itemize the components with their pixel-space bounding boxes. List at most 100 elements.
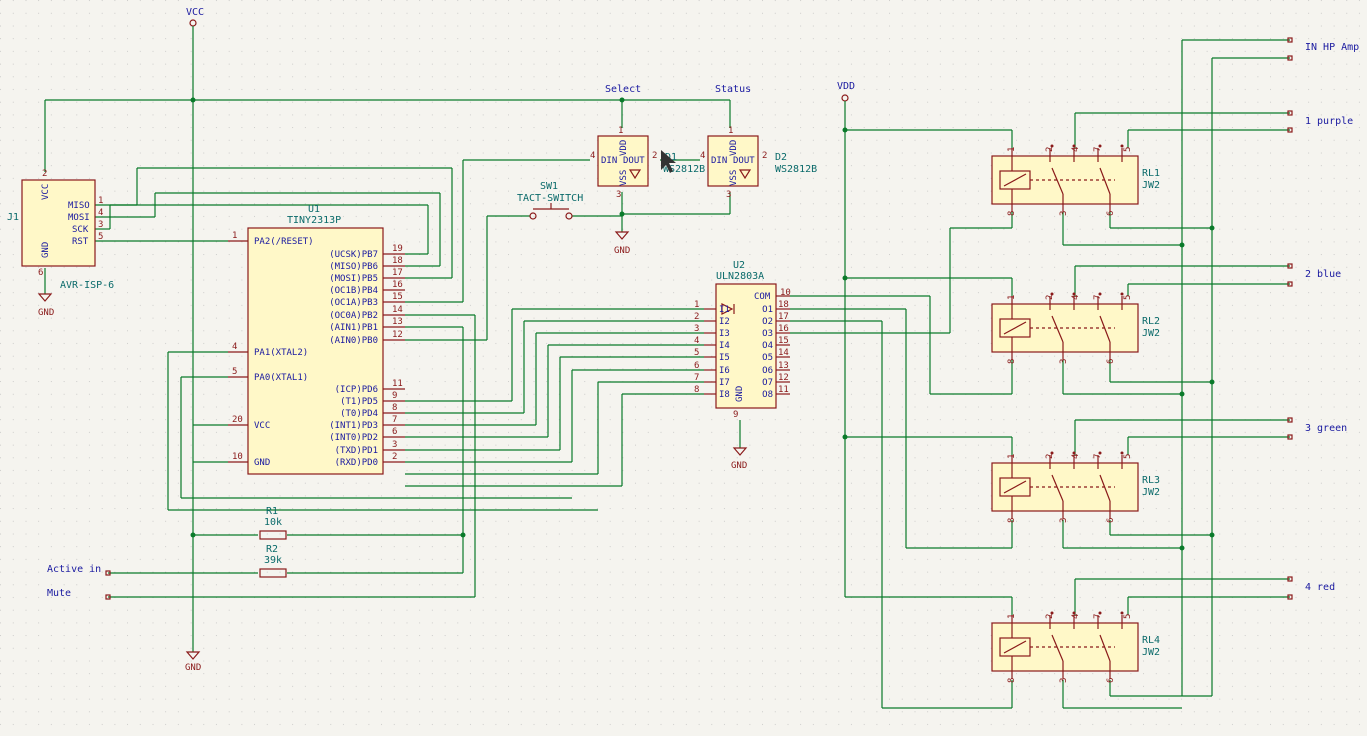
u1-pin-name: (AIN1)PB1 (329, 323, 378, 333)
vdd-label: VDD (837, 81, 855, 92)
svg-text:2: 2 (762, 151, 767, 161)
relay-contact (1051, 167, 1064, 195)
relay-coil-mark (1003, 321, 1027, 335)
svg-text:DIN: DIN (711, 156, 727, 166)
relay-contact-dot (1050, 144, 1054, 148)
net-ch4: 4 red (1305, 582, 1335, 593)
u1-pin-num: 7 (392, 415, 397, 425)
svg-text:2: 2 (42, 169, 47, 179)
relay-contact (1051, 474, 1064, 502)
svg-text:D2: D2 (775, 152, 787, 163)
svg-text:U2: U2 (733, 260, 745, 271)
gnd-vcc-rail: GND (185, 651, 201, 673)
u1-pin-name: (MOSI)PB5 (329, 274, 378, 284)
svg-text:5: 5 (98, 232, 103, 242)
relay-pin-num: 8 (1007, 518, 1017, 523)
connector-ends (105, 37, 1293, 600)
u1-pin-num: 10 (232, 452, 243, 462)
svg-text:TACT-SWITCH: TACT-SWITCH (517, 193, 583, 204)
u1-pin-name: (INT1)PD3 (329, 421, 378, 431)
relay-pin-num: 5 (1123, 295, 1133, 300)
u1-pin-name: (T1)PD5 (340, 397, 378, 407)
relay-contact (1099, 167, 1111, 195)
svg-text:VDD: VDD (619, 140, 629, 156)
svg-text:ULN2803A: ULN2803A (716, 271, 764, 282)
u1-pin-num: 16 (392, 280, 403, 290)
relay-pin-num: 5 (1123, 147, 1133, 152)
u1-pin-name: (INT0)PD2 (329, 433, 378, 443)
u1-pin-num: 2 (392, 452, 397, 462)
u1-pin-name: (T0)PD4 (340, 409, 378, 419)
relay-contact (1051, 315, 1064, 343)
svg-text:Select: Select (605, 84, 641, 95)
u1-pin-num: 15 (392, 292, 403, 302)
relay-pin-num: 3 (1059, 211, 1069, 216)
u1-pin-name: PA1(XTAL2) (254, 348, 308, 358)
relay-contact-dot (1098, 451, 1102, 455)
u1-pin-name: PA0(XTAL1) (254, 373, 308, 383)
u1-pin-num: 19 (392, 244, 403, 254)
relay-pin-num: 6 (1106, 359, 1116, 364)
net-ch1: 1 purple (1305, 116, 1353, 127)
svg-text:SCK: SCK (72, 225, 89, 235)
relay-pin-num: 6 (1106, 678, 1116, 683)
u1-pin-name: PA2(/RESET) (254, 237, 314, 247)
u2-output-num: 14 (778, 348, 789, 358)
u2-input-name: I7 (719, 378, 730, 388)
relay-coil-mark (1003, 173, 1027, 187)
relay-pin-num: 1 (1007, 454, 1017, 459)
u2-output-num: 16 (778, 324, 789, 334)
relay-contact-dot (1050, 292, 1054, 296)
svg-text:R1: R1 (266, 506, 278, 517)
relay-coil-mark (1003, 480, 1027, 494)
u1-pin-num: 12 (392, 330, 403, 340)
r2-resistor: R2 39k (259, 544, 287, 578)
svg-text:GND: GND (41, 242, 51, 258)
relay-pin-num: 8 (1007, 359, 1017, 364)
u2-uln2803a: U2 ULN2803A COM GND 10 9 I11I22I33I44I55… (694, 260, 791, 420)
svg-text:3: 3 (616, 190, 621, 200)
net-in-hp-amp: IN HP Amp (1305, 42, 1359, 53)
relay-pin-num: 2 (1045, 454, 1055, 459)
net-active-in: Active in (47, 564, 101, 575)
relay-contact-dot (1072, 292, 1076, 296)
relay-pin-num: 1 (1007, 295, 1017, 300)
relay-contact-dot (1050, 611, 1054, 615)
relay-pin-num: 3 (1059, 678, 1069, 683)
svg-text:AVR-ISP-6: AVR-ISP-6 (60, 280, 114, 291)
relay-pin-num: 2 (1045, 295, 1055, 300)
gnd-led: GND (614, 231, 630, 256)
svg-text:9: 9 (733, 410, 738, 420)
relay-contact-dot (1098, 144, 1102, 148)
u2-output-num: 12 (778, 373, 789, 383)
relay-pin-num: 4 (1071, 454, 1081, 459)
r1-resistor: R1 10k (259, 506, 287, 540)
u1-pin-num: 20 (232, 415, 243, 425)
svg-text:39k: 39k (264, 555, 282, 566)
relay-pin-num: 1 (1007, 614, 1017, 619)
u1-pin-num: 9 (392, 391, 397, 401)
relay-pin-num: 7 (1093, 614, 1103, 619)
u2-output-name: O7 (762, 378, 773, 388)
svg-text:U1: U1 (308, 204, 320, 215)
svg-text:GND: GND (735, 386, 745, 402)
u2-input-name: I5 (719, 353, 730, 363)
svg-text:Status: Status (715, 84, 751, 95)
relay-contact-dot (1098, 611, 1102, 615)
relay-contact-dot (1120, 292, 1124, 296)
svg-text:GND: GND (614, 246, 630, 256)
relay-value: JW2 (1142, 180, 1160, 191)
u1-tiny2313: U1 TINY2313P PA2(/RESET)1PA1(XTAL2)4PA0(… (228, 204, 405, 475)
relay-pin-num: 3 (1059, 359, 1069, 364)
u2-input-num: 7 (694, 373, 699, 383)
relay-body (991, 155, 1139, 205)
svg-text:R2: R2 (266, 544, 278, 555)
u1-pin-name: (TXD)PD1 (335, 446, 378, 456)
u1-pin-name: (ICP)PD6 (335, 385, 378, 395)
net-ch2: 2 blue (1305, 269, 1341, 280)
